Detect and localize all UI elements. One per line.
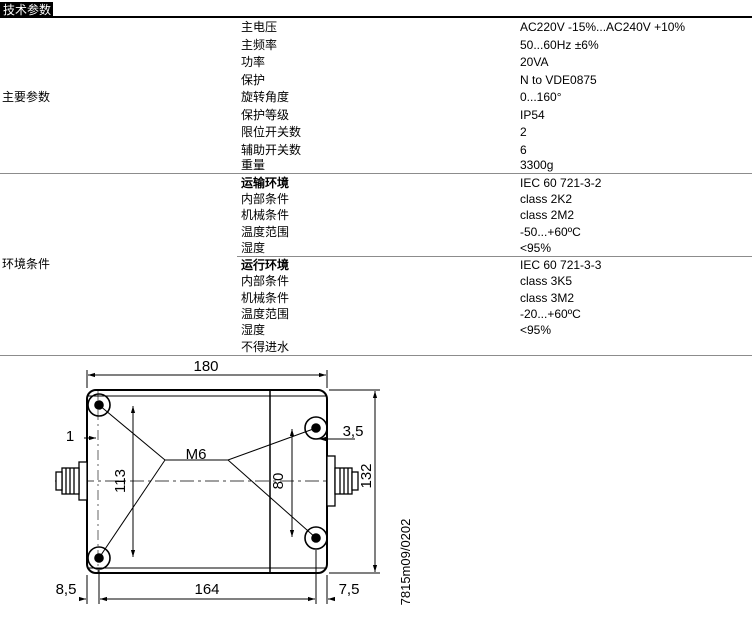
table-row: 主电压 AC220V -15%...AC240V +10% [0,19,752,36]
dimension-line [86,370,328,388]
dimension-label: 3,5 [343,423,364,440]
title-underline [0,16,752,18]
param-name: 不得进水 [241,339,290,354]
table-row: 湿度 <95% [0,240,752,257]
table-row: 运行环境 IEC 60 721-3-3 [0,257,752,274]
param-value: class 3K5 [520,274,573,288]
param-value: IEC 60 721-3-2 [520,176,602,190]
dimension-label: 1 [66,428,74,445]
param-name: 机械条件 [241,290,290,305]
param-value: 0...160° [520,90,562,104]
dimension-line [79,550,335,604]
table-row: 温度范围 -50...+60ºC [0,224,752,241]
dimension-drawing: M6 180 164 8,5 7,5 113 80 132 1 [55,358,413,606]
table-row: 运输环境 IEC 60 721-3-2 [0,175,752,192]
param-value: IP54 [520,107,545,122]
table-row: 湿度 <95% [0,322,752,339]
table-row: 不得进水 [0,339,752,356]
param-value: 20VA [520,55,549,69]
dimension-label: 8,5 [56,581,77,598]
param-value: class 2M2 [520,208,575,222]
table-row: 限位开关数 2 [0,124,752,141]
param-name: 机械条件 [241,208,290,222]
param-value: 2 [520,125,527,139]
param-name: 内部条件 [241,274,290,288]
param-name: 限位开关数 [241,125,302,139]
dimension-label: 132 [358,463,375,488]
title-bar: 技术参数 [0,0,752,18]
table-divider [0,173,752,174]
cable-gland-right [326,455,359,507]
param-name: 辅助开关数 [241,142,302,157]
dimension-label: 80 [270,473,287,490]
param-value: -20...+60ºC [520,307,581,321]
table-row: 旋转角度 0...160° [0,89,752,106]
table-row: 温度范围 -20...+60ºC [0,306,752,323]
mounting-hole [87,393,328,570]
param-name: 保护 [241,72,266,87]
param-name: 湿度 [241,241,266,255]
param-value: <95% [520,323,552,337]
dimension-label: 113 [112,469,129,493]
param-name: 温度范围 [241,224,290,239]
table-row: 辅助开关数 6 [0,142,752,159]
section-title: 技术参数 [0,2,54,18]
group-label-main: 主要参数 [2,90,51,104]
param-value: <95% [520,241,552,255]
param-name: 旋转角度 [241,90,290,104]
cable-gland-left [55,461,88,501]
param-name: 功率 [241,55,266,69]
dimension-label: 164 [194,581,219,598]
subsection-divider [237,256,752,257]
dimension-label: 7,5 [339,581,360,598]
group-label-environment: 环境条件 [2,257,51,271]
param-name: 温度范围 [241,307,290,321]
drawing-id: 7815m09/0202 [398,519,413,606]
param-name: 保护等级 [241,107,290,122]
param-name: 湿度 [241,323,266,337]
table-row: 内部条件 class 2K2 [0,191,752,208]
param-name: 重量 [241,158,266,172]
param-name: 运输环境 [241,176,290,190]
param-value: N to VDE0875 [520,72,597,87]
param-value: AC220V -15%...AC240V +10% [520,20,686,34]
dimension-line [329,389,380,574]
table-row: 功率 20VA [0,54,752,71]
table-row: 主频率 50...60Hz ±6% [0,37,752,54]
thread-label: M6 [186,446,207,463]
spec-table: 主要参数 环境条件 主电压 AC220V -15%...AC240V +10% 主… [0,19,752,356]
table-row: 保护 N to VDE0875 [0,72,752,89]
param-value: class 3M2 [520,290,575,305]
table-divider [0,355,752,356]
table-row: 保护等级 IP54 [0,107,752,124]
table-row: 重量 3300g [0,157,752,174]
table-row: 机械条件 class 2M2 [0,207,752,224]
param-value: IEC 60 721-3-3 [520,258,602,272]
param-value: 6 [520,142,527,157]
param-name: 主频率 [241,37,278,52]
param-value: -50...+60ºC [520,224,581,239]
param-value: class 2K2 [520,192,573,206]
table-row: 机械条件 class 3M2 [0,290,752,307]
table-row: 内部条件 class 3K5 [0,273,752,290]
param-value: 3300g [520,158,554,172]
param-value: 50...60Hz ±6% [520,37,599,52]
dimension-label: 180 [193,358,218,375]
param-name: 内部条件 [241,192,290,206]
param-name: 运行环境 [241,258,290,272]
param-name: 主电压 [241,20,278,34]
